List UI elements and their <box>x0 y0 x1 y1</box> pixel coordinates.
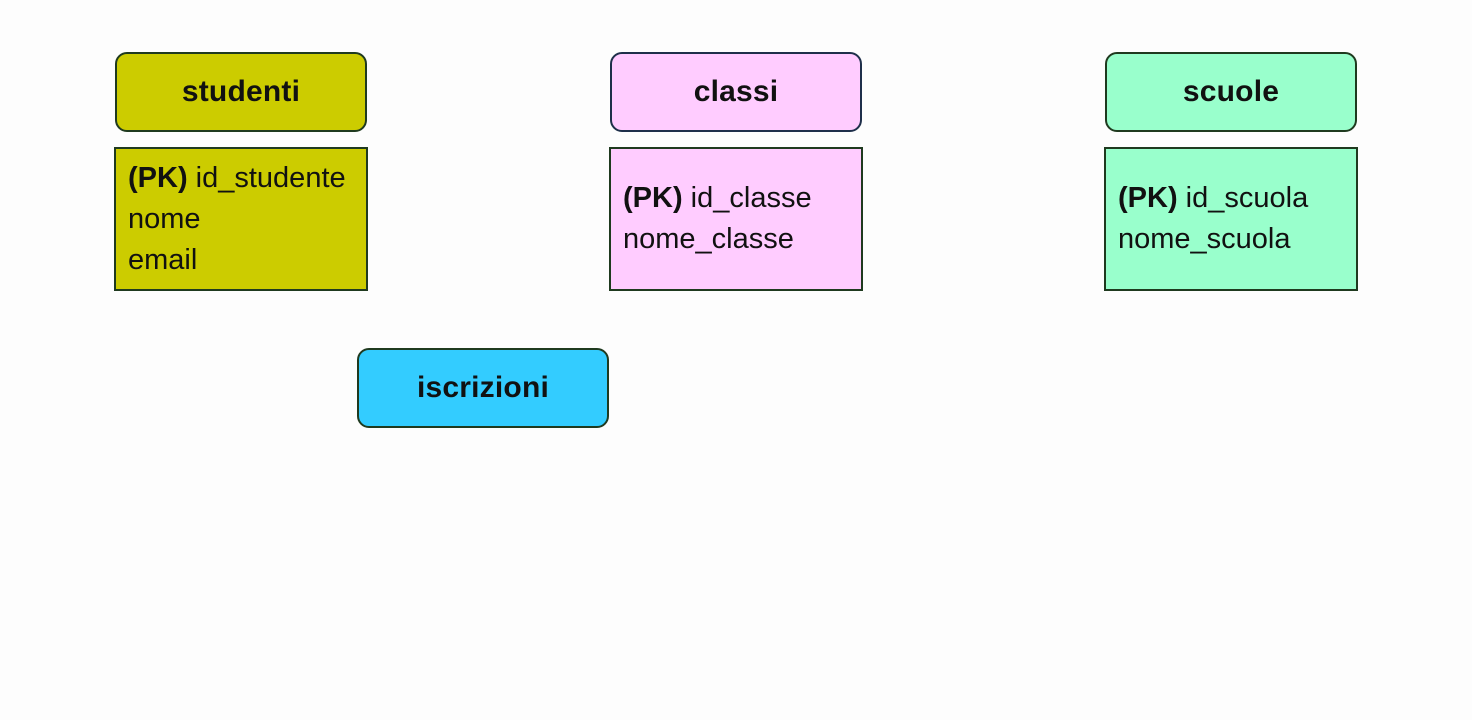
attribute-row: email <box>128 240 366 281</box>
primary-key-tag: (PK) <box>128 161 188 194</box>
attribute-row: (PK) id_studente <box>128 158 366 199</box>
primary-key-tag: (PK) <box>1118 182 1178 214</box>
entity-title-iscrizioni: iscrizioni <box>416 371 550 404</box>
attribute-name: id_scuola <box>1185 182 1309 214</box>
entity-title-classi: classi <box>693 75 779 108</box>
entity-attributes-classi: (PK) id_classe nome_classe <box>609 147 863 291</box>
entity-attributes-scuole: (PK) id_scuola nome_scuola <box>1104 147 1358 291</box>
entity-header-scuole[interactable]: scuole <box>1105 52 1357 132</box>
attribute-row: (PK) id_classe <box>623 178 861 219</box>
entity-title-scuole: scuole <box>1182 75 1280 108</box>
attribute-name: id_studente <box>195 161 346 194</box>
attribute-name: nome_scuola <box>1118 223 1291 255</box>
entity-header-classi[interactable]: classi <box>610 52 862 132</box>
attribute-row: nome_classe <box>623 219 861 260</box>
entity-attributes-studenti: (PK) id_studente nome email <box>114 147 368 291</box>
attribute-row: (PK) id_scuola <box>1118 178 1356 219</box>
attribute-row: nome_scuola <box>1118 219 1356 260</box>
primary-key-tag: (PK) <box>623 182 683 214</box>
attribute-row: nome <box>128 199 366 240</box>
entity-header-iscrizioni[interactable]: iscrizioni <box>357 348 609 428</box>
attribute-name: nome_classe <box>623 223 794 255</box>
entity-title-studenti: studenti <box>181 75 301 108</box>
attribute-name: id_classe <box>690 182 812 214</box>
entity-header-studenti[interactable]: studenti <box>115 52 367 132</box>
attribute-name: nome <box>128 202 201 235</box>
attribute-name: email <box>128 243 198 276</box>
